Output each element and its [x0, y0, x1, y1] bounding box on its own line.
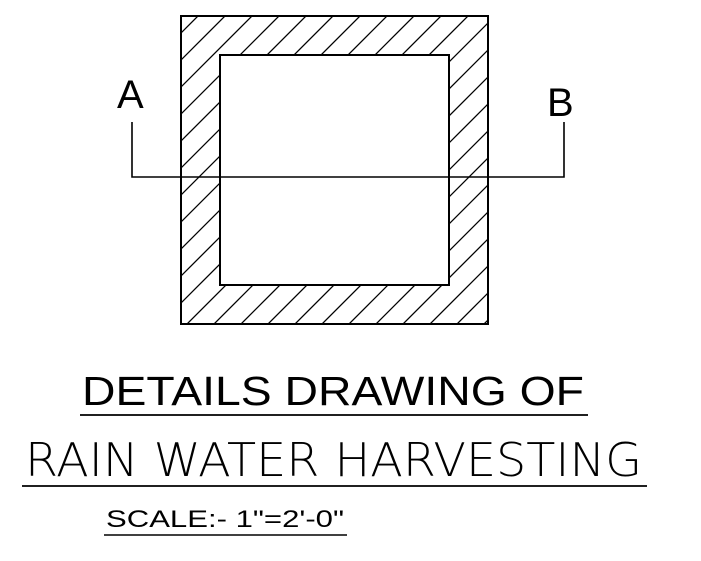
outer-wall-outline: [180, 15, 489, 325]
title-line-1: DETAILS DRAWING OF: [82, 368, 584, 414]
hatch-line: [312, 16, 488, 324]
hatch-line: [181, 16, 269, 324]
hatch-line: [339, 16, 488, 324]
hatch-line: [366, 16, 488, 324]
section-line-a-b: [131, 122, 565, 178]
section-label-b: B: [547, 81, 574, 125]
inner-wall-outline: [219, 54, 450, 286]
hatch-line: [393, 16, 488, 324]
hatch-line: [181, 16, 188, 324]
section-label-a: A: [117, 73, 144, 117]
hatch-line: [447, 16, 488, 324]
hatch-line: [420, 16, 488, 324]
hatch-line: [0, 0, 160, 360]
hatch-line: [285, 16, 488, 324]
hatch-line: [474, 16, 488, 324]
title-line-2: RAIN WATER HARVESTING: [25, 433, 642, 487]
scale-note: SCALE:- 1"=2'-0": [106, 506, 344, 533]
